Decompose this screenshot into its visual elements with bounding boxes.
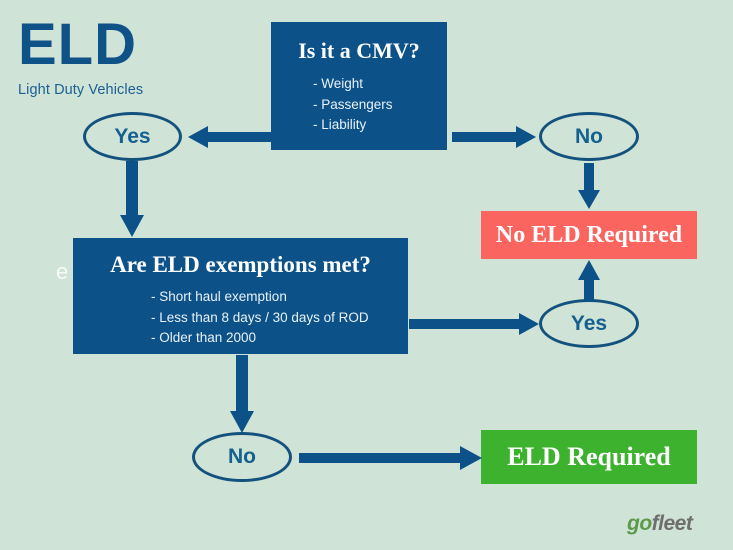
answer-node-cmv-no: No: [539, 112, 639, 161]
criteria-item: - Liability: [313, 117, 367, 133]
answer-node-exemptions-no: No: [192, 432, 292, 482]
gofleet-logo-go: go: [627, 512, 652, 535]
gofleet-logo: gofleet: [627, 512, 693, 536]
outcome-no-eld-required: No ELD Required: [481, 211, 697, 259]
criteria-item: - Short haul exemption: [151, 289, 287, 304]
criteria-item: - Passengers: [313, 96, 393, 112]
gofleet-logo-fleet: fleet: [651, 512, 693, 535]
decision-cmv-criteria: - Weight - Passengers - Liability: [271, 74, 447, 136]
decision-exemptions-criteria: - Short haul exemption - Less than 8 day…: [73, 287, 408, 349]
decision-exemptions-question: Are ELD exemptions met?: [110, 252, 371, 277]
ghost-text-artifact: e: [56, 259, 69, 284]
criteria-item: - Less than 8 days / 30 days of ROD: [151, 309, 369, 325]
arrow-yes-to-no-eld-required: [574, 260, 604, 302]
decision-box-exemptions: Are ELD exemptions met? - Short haul exe…: [73, 238, 408, 354]
arrow-no-to-no-eld-required: [574, 163, 604, 209]
brand-title: ELD: [18, 12, 137, 77]
criteria-item: - Older than 2000: [151, 330, 257, 346]
arrow-exemptions-to-no: [227, 355, 257, 433]
decision-box-cmv: Is it a CMV? - Weight - Passengers - Lia…: [271, 22, 447, 150]
answer-node-cmv-yes: Yes: [83, 112, 182, 161]
outcome-eld-required: ELD Required: [481, 430, 697, 484]
decision-cmv-question: Is it a CMV?: [298, 38, 420, 63]
arrow-cmv-to-no: [452, 123, 536, 151]
brand-subtitle: Light Duty Vehicles: [18, 82, 144, 98]
brand-logo: ELD Light Duty Vehicles: [18, 12, 248, 99]
arrow-yes-to-exemptions: [117, 161, 147, 237]
answer-node-exemptions-yes: Yes: [539, 299, 639, 348]
arrow-cmv-to-yes: [188, 123, 272, 151]
arrow-no-to-eld-required: [299, 445, 482, 471]
arrow-exemptions-to-yes: [409, 311, 539, 337]
criteria-item: - Weight: [313, 76, 364, 91]
